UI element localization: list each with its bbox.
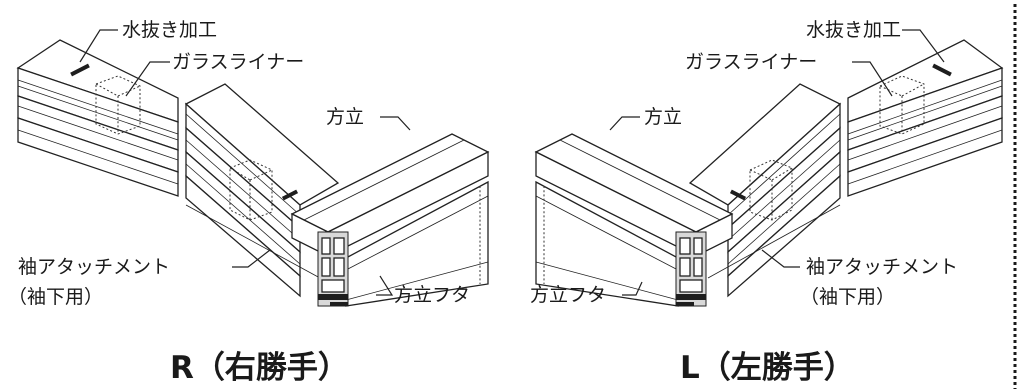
label-houdate-right: 方立: [644, 106, 682, 128]
profile-section-left: [317, 231, 349, 307]
label-sode-attachment-left: 袖アタッチメント: [18, 256, 170, 278]
mullion-right: [534, 133, 734, 307]
profile-section-right: [675, 231, 707, 307]
sash-rail-middle: [184, 83, 340, 298]
label-mizunuki-right: 水抜き加工: [806, 19, 901, 41]
sash-rail-left: [16, 39, 179, 197]
glass-liner-left-1: [95, 75, 141, 135]
leader-houdate-left: [380, 116, 411, 131]
leader-glass-liner-left: [125, 61, 170, 97]
label-futa-left: 方立フタ: [394, 284, 470, 306]
leader-sode-right: [761, 249, 800, 268]
label-sode-attachment-sub-right: （袖下用）: [800, 286, 895, 308]
figure-right-hand: 水抜き加工 ガラスライナー 方立 袖アタッチメント （袖下用） 方立フタ R（右…: [8, 19, 490, 386]
label-sode-attachment-sub-left: （袖下用）: [8, 286, 103, 308]
leader-sode-left: [232, 249, 271, 268]
label-futa-right: 方立フタ: [530, 284, 606, 306]
caption-left-hand: L（左勝手）: [680, 350, 855, 386]
label-houdate-left: 方立: [326, 106, 364, 128]
leader-futa-right: [622, 281, 643, 296]
label-sode-attachment-right: 袖アタッチメント: [806, 256, 958, 278]
leader-mizunuki-right: [902, 29, 945, 63]
sash-rail-right: [847, 39, 1004, 197]
leader-mizunuki-left: [79, 29, 118, 63]
label-mizunuki-left: 水抜き加工: [122, 19, 217, 41]
label-glass-liner-right: ガラスライナー: [685, 51, 817, 73]
glass-liner-left-2: [229, 159, 273, 221]
leader-glass-liner-right: [852, 61, 893, 97]
leader-houdate-right: [609, 116, 640, 131]
label-glass-liner-left: ガラスライナー: [172, 51, 304, 73]
figure-left-hand: 水抜き加工 ガラスライナー 方立 袖アタッチメント （袖下用） 方立フタ L（左…: [530, 19, 1004, 386]
glass-liner-right-1: [879, 75, 925, 135]
caption-right-hand: R（右勝手）: [170, 350, 349, 386]
leader-futa-left: [376, 275, 394, 296]
